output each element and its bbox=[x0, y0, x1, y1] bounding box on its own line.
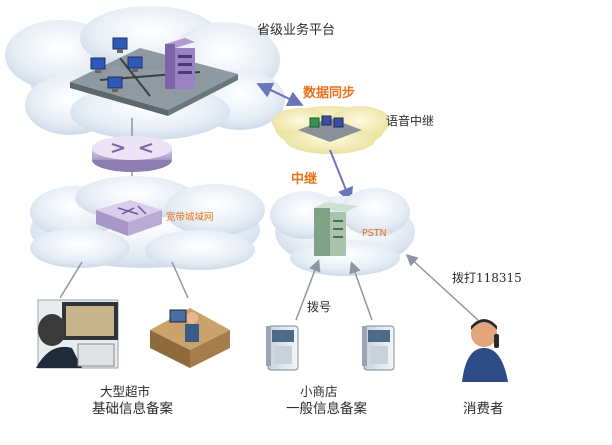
dial-arrow bbox=[349, 261, 373, 321]
computer-terminal-icon bbox=[90, 37, 143, 92]
data-sync-arrow-back bbox=[256, 82, 301, 105]
relay-arrow bbox=[329, 149, 353, 204]
router-icon bbox=[92, 136, 172, 172]
link-line bbox=[59, 261, 83, 299]
pstn-switch-icon bbox=[314, 202, 358, 256]
consumer-phone-icon bbox=[462, 319, 508, 382]
supermarket-label-line1: 大型超市 bbox=[100, 384, 151, 399]
shop-label-line1: 小商店 bbox=[300, 384, 338, 399]
supermarket-label-line2: 基础信息备案 bbox=[92, 401, 173, 417]
platform-label: 省级业务平台 bbox=[257, 23, 336, 38]
man-label: 宽带城域网 bbox=[166, 212, 214, 223]
dial-arrow bbox=[295, 259, 321, 321]
shop-keeper-icon bbox=[150, 308, 230, 368]
pstn-label: PSTN bbox=[362, 228, 387, 239]
switch-icon bbox=[96, 200, 162, 236]
call-label: 拨打118315 bbox=[452, 271, 522, 285]
platform-lan bbox=[70, 48, 238, 116]
relay-label: 中继 bbox=[291, 172, 318, 187]
consumer-label: 消费者 bbox=[463, 401, 504, 417]
shop-label-line2: 一般信息备案 bbox=[286, 401, 367, 417]
link-line bbox=[171, 261, 189, 299]
telephone-icon bbox=[266, 325, 299, 371]
call-arrow bbox=[405, 253, 479, 321]
cashier-icon bbox=[36, 299, 119, 369]
server-rack-icon bbox=[165, 38, 195, 89]
data-sync-label: 数据同步 bbox=[303, 86, 356, 101]
voice-relay-label: 语音中继 bbox=[386, 114, 435, 128]
telephone-icon bbox=[362, 325, 395, 371]
dial-label: 拨号 bbox=[307, 300, 332, 314]
voice-gateway-icon bbox=[298, 115, 362, 142]
